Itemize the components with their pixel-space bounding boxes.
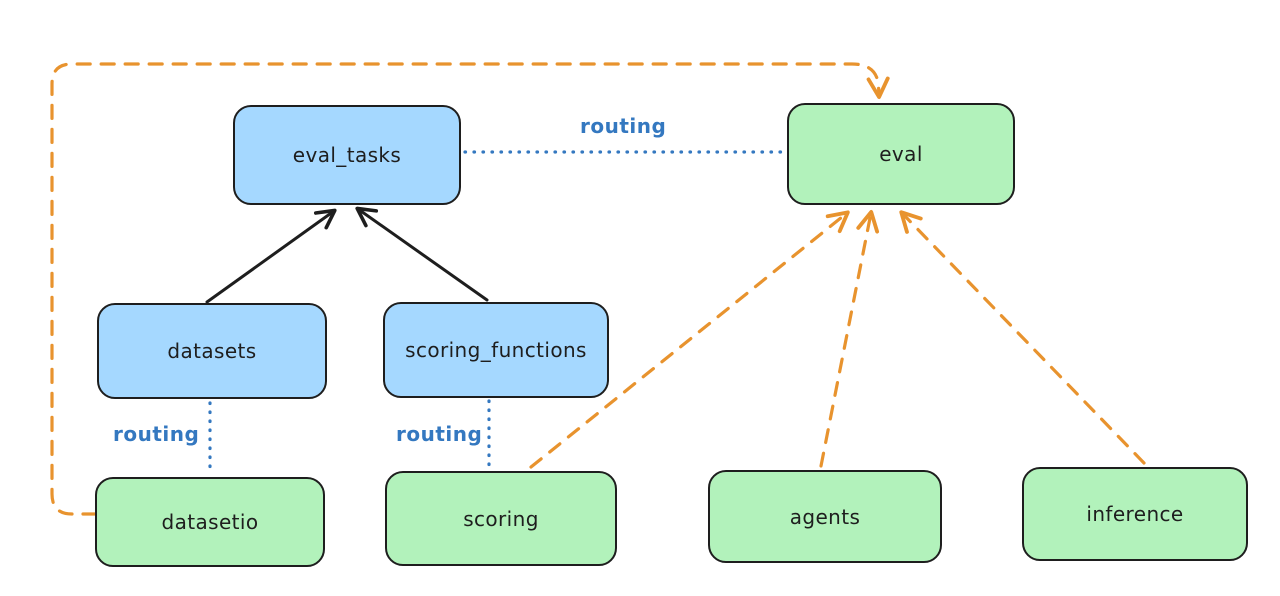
node-datasets-label: datasets bbox=[167, 339, 257, 363]
black-arrow-edges bbox=[205, 206, 489, 304]
node-datasetio-label: datasetio bbox=[161, 510, 259, 534]
orange-dashed-edges bbox=[50, 62, 1146, 516]
routing-label: routing bbox=[580, 114, 667, 138]
node-inference-label: inference bbox=[1086, 502, 1184, 526]
routing-label: routing bbox=[113, 422, 200, 446]
node-scoring: scoring bbox=[385, 471, 617, 566]
node-scoring-label: scoring bbox=[463, 506, 539, 531]
node-inference: inference bbox=[1022, 467, 1248, 561]
edge-scoring-to-eval bbox=[529, 210, 850, 469]
edge-scoring-functions-to-eval-tasks bbox=[355, 206, 489, 302]
node-eval: eval bbox=[787, 103, 1015, 205]
node-eval-tasks: eval_tasks bbox=[233, 105, 461, 205]
node-scoring-functions-label: scoring_functions bbox=[405, 338, 587, 362]
routing-label: routing bbox=[396, 422, 483, 446]
node-scoring-functions: scoring_functions bbox=[383, 302, 609, 398]
node-datasets: datasets bbox=[97, 303, 327, 399]
node-eval-label: eval bbox=[879, 142, 923, 166]
edge-datasetio-to-eval bbox=[50, 62, 890, 516]
edge-agents-to-eval bbox=[819, 210, 880, 468]
edge-datasets-to-eval-tasks bbox=[205, 208, 337, 304]
node-agents-label: agents bbox=[789, 504, 861, 529]
routing-dotted-edges bbox=[208, 150, 786, 475]
node-eval-tasks-label: eval_tasks bbox=[292, 143, 402, 167]
node-datasetio: datasetio bbox=[95, 477, 325, 567]
node-agents: agents bbox=[708, 470, 942, 563]
edge-inference-to-eval bbox=[899, 210, 1146, 465]
